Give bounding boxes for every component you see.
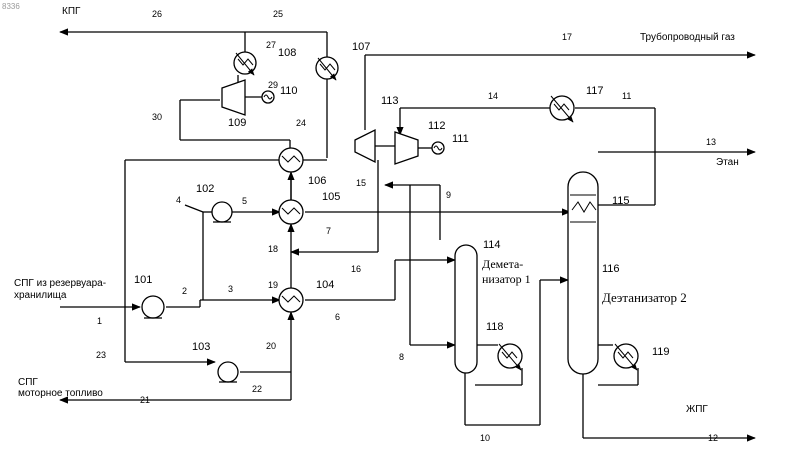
- stream-num: 23: [96, 350, 106, 360]
- compressor-112: [375, 132, 418, 164]
- stream-num: 12: [708, 433, 718, 443]
- stream-num: 7: [326, 226, 331, 236]
- stream-num: 14: [488, 91, 498, 101]
- stream-num: 3: [228, 284, 233, 294]
- stream-num: 25: [273, 9, 283, 19]
- piping: [60, 32, 755, 438]
- stream-num: 20: [266, 341, 276, 351]
- stream-num: 13: [706, 137, 716, 147]
- label-ethane: Этан: [716, 157, 739, 168]
- eq-num: 108: [278, 47, 296, 59]
- cooler-107: [316, 57, 338, 80]
- label-kpg: КПГ: [62, 6, 81, 17]
- stream-num: 9: [446, 190, 451, 200]
- eq-num: 113: [381, 95, 399, 107]
- label-spg-source-1: СПГ из резервуара-: [14, 278, 106, 289]
- eq-num: 114: [483, 239, 501, 251]
- eq-num: 117: [586, 85, 604, 97]
- eq-num: 115: [612, 195, 630, 207]
- stream-num: 15: [356, 178, 366, 188]
- eq-num: 104: [316, 279, 334, 291]
- eq-num: 116: [602, 263, 620, 275]
- deethanizer-116: [568, 172, 598, 374]
- eq-num: 118: [486, 321, 504, 333]
- stream-num: 1: [97, 316, 102, 326]
- figure-id: 8336: [2, 2, 20, 11]
- stream-num: 19: [268, 280, 278, 290]
- cooler-117: [550, 96, 574, 122]
- eq-num: 106: [308, 175, 326, 187]
- stream-num: 21: [140, 395, 150, 405]
- stream-num: 11: [622, 91, 631, 101]
- stream-num: 5: [242, 196, 247, 206]
- motor-111: [418, 142, 444, 154]
- heat-exchanger-104: [279, 288, 303, 312]
- stream-num: 30: [152, 112, 162, 122]
- pump-102: [212, 202, 232, 222]
- stream-num: 4: [176, 195, 181, 205]
- stream-num: 6: [335, 312, 340, 322]
- cooler-108: [234, 52, 256, 75]
- heat-exchanger-105: [279, 200, 303, 224]
- label-pipeline-gas: Трубопроводный газ: [640, 31, 735, 43]
- stream-num: 26: [152, 9, 162, 19]
- pump-103: [218, 362, 238, 382]
- stream-num: 8: [399, 352, 404, 362]
- reboiler-119: [614, 344, 638, 370]
- demethanizer-114: [455, 245, 477, 373]
- stream-num: 27: [266, 40, 276, 50]
- stream-num: 22: [252, 384, 262, 394]
- eq-num: 103: [192, 341, 210, 353]
- eq-num: 105: [322, 191, 340, 203]
- stream-num: 2: [182, 286, 187, 296]
- eq-num: 101: [134, 274, 152, 286]
- stream-num: 29: [268, 80, 278, 90]
- eq-num: 119: [652, 346, 670, 358]
- stream-num: 18: [268, 244, 278, 254]
- compressor-113: [355, 130, 375, 162]
- generator-110: [245, 91, 274, 103]
- label-spg-fuel-2: моторное топливо: [18, 388, 103, 399]
- eq-num: 109: [228, 117, 246, 129]
- label-demethanizer-2: низатор 1: [482, 272, 531, 286]
- stream-num: 16: [351, 264, 361, 274]
- label-spg-fuel-1: СПГ: [18, 377, 38, 388]
- reboiler-118: [498, 344, 522, 370]
- pump-101: [142, 296, 164, 318]
- stream-num: 17: [562, 32, 572, 42]
- heat-exchanger-106: [279, 148, 303, 172]
- eq-num: 102: [196, 183, 214, 195]
- label-deethanizer: Деэтанизатор 2: [602, 290, 687, 305]
- stream-numbers: 1 2 3 4 5 6 7 8 9 10 11 12 13 14 15 16 1…: [96, 9, 718, 443]
- eq-num: 111: [452, 133, 469, 145]
- label-spg-source-2: хранилища: [14, 290, 67, 301]
- label-zhpg: ЖПГ: [686, 404, 708, 415]
- eq-num: 110: [280, 85, 298, 97]
- stream-num: 24: [296, 118, 306, 128]
- eq-num: 112: [428, 120, 446, 132]
- expander-109: [222, 80, 245, 115]
- eq-num: 107: [352, 41, 370, 53]
- label-demethanizer-1: Демета-: [482, 257, 523, 271]
- stream-num: 10: [480, 433, 490, 443]
